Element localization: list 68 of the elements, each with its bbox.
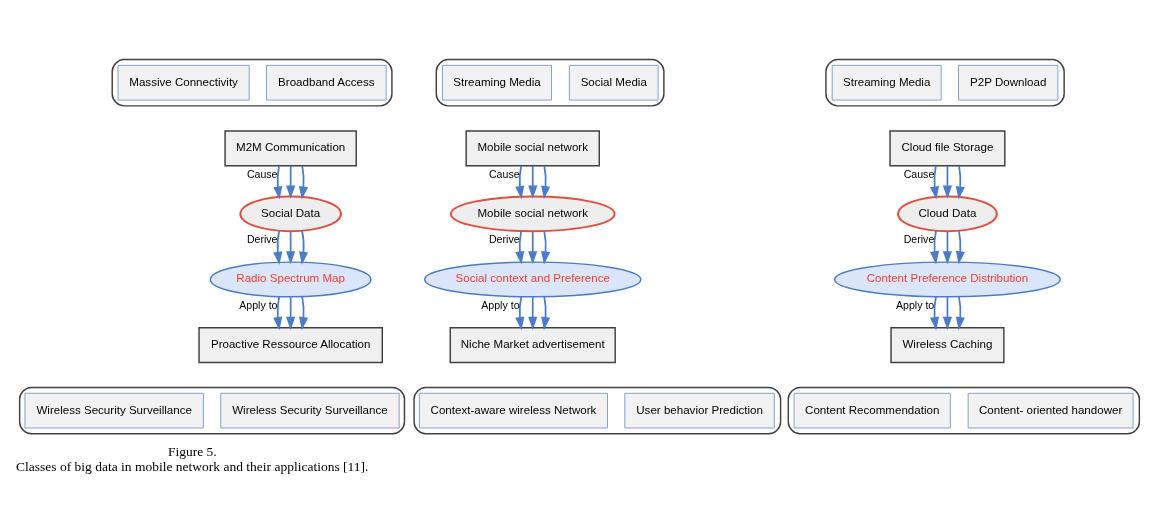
arrow bbox=[528, 164, 538, 199]
arrow bbox=[955, 164, 965, 200]
arrow bbox=[929, 229, 940, 264]
edge-label: Cause bbox=[246, 167, 278, 180]
node-box: Wireless Caching bbox=[890, 326, 1005, 363]
node-box: Wireless Security Surveillance bbox=[220, 392, 400, 428]
node-box: P2P Download bbox=[958, 64, 1059, 101]
edge-label: Derive bbox=[246, 232, 278, 245]
arrow bbox=[955, 229, 965, 264]
edge-label: Apply to bbox=[895, 298, 935, 311]
arrow bbox=[286, 295, 296, 330]
arrow bbox=[273, 164, 283, 200]
node-box: Massive Connectivity bbox=[117, 64, 250, 101]
node-box: Social Media bbox=[568, 64, 659, 101]
edge-label: Derive bbox=[488, 232, 520, 245]
node-ellipse: Radio Spectrum Map bbox=[209, 260, 372, 298]
arrow bbox=[528, 295, 538, 330]
arrow bbox=[299, 295, 309, 330]
arrow bbox=[515, 164, 525, 199]
arrow bbox=[541, 295, 551, 330]
node-box: Broadband Access bbox=[266, 64, 387, 101]
arrow bbox=[955, 295, 965, 330]
node-box: Content- oriented handower bbox=[967, 392, 1134, 428]
arrow bbox=[541, 229, 551, 265]
cluster bbox=[435, 58, 665, 107]
cluster bbox=[18, 386, 406, 434]
node-ellipse: Cloud Data bbox=[897, 195, 998, 232]
cluster bbox=[111, 58, 393, 107]
edge-label: Cause bbox=[903, 167, 935, 180]
node-ellipse: Social context and Preference bbox=[423, 260, 642, 298]
cluster bbox=[825, 58, 1065, 107]
arrow bbox=[273, 295, 283, 330]
cluster bbox=[787, 386, 1141, 434]
arrow bbox=[528, 230, 538, 264]
arrow bbox=[942, 295, 953, 330]
edge-label: Apply to bbox=[481, 298, 520, 311]
node-ellipse: Content Preference Distribution bbox=[833, 260, 1061, 298]
node-box: Content Recommendation bbox=[793, 392, 951, 428]
arrow bbox=[942, 164, 953, 199]
node-box: Cloud file Storage bbox=[889, 129, 1006, 166]
arrow bbox=[929, 164, 940, 200]
arrow bbox=[286, 164, 296, 199]
arrow bbox=[541, 164, 551, 199]
node-box: M2M Communication bbox=[224, 129, 357, 166]
edge-label: Apply to bbox=[239, 298, 278, 311]
node-ellipse: Mobile social network bbox=[449, 195, 616, 232]
arrow bbox=[515, 295, 525, 330]
node-box: User behavior Prediction bbox=[624, 392, 775, 428]
caption: Classes of big data in mobile network and their applications [11]. bbox=[16, 458, 369, 474]
edge-label: Derive bbox=[903, 232, 935, 245]
diagram-title: Figure 5. bbox=[167, 443, 217, 459]
arrow bbox=[299, 229, 309, 265]
node-box: Streaming Media bbox=[442, 64, 552, 101]
edge-label: Cause bbox=[488, 167, 520, 180]
node-ellipse: Social Data bbox=[239, 195, 342, 232]
node-box: Context-aware wireless Network bbox=[418, 392, 608, 428]
node-box: Mobile social network bbox=[465, 129, 600, 166]
arrow bbox=[929, 295, 940, 330]
cluster bbox=[413, 386, 782, 434]
arrow bbox=[273, 229, 283, 265]
node-box: Proactive Ressource Allocation bbox=[198, 326, 383, 363]
arrow bbox=[942, 230, 953, 264]
arrow bbox=[286, 230, 296, 264]
arrow bbox=[299, 164, 309, 200]
arrow bbox=[515, 229, 525, 265]
node-box: Niche Market advertisement bbox=[449, 326, 616, 363]
node-box: Streaming Media bbox=[831, 64, 942, 101]
node-box: Wireless Security Surveillance bbox=[24, 392, 204, 428]
